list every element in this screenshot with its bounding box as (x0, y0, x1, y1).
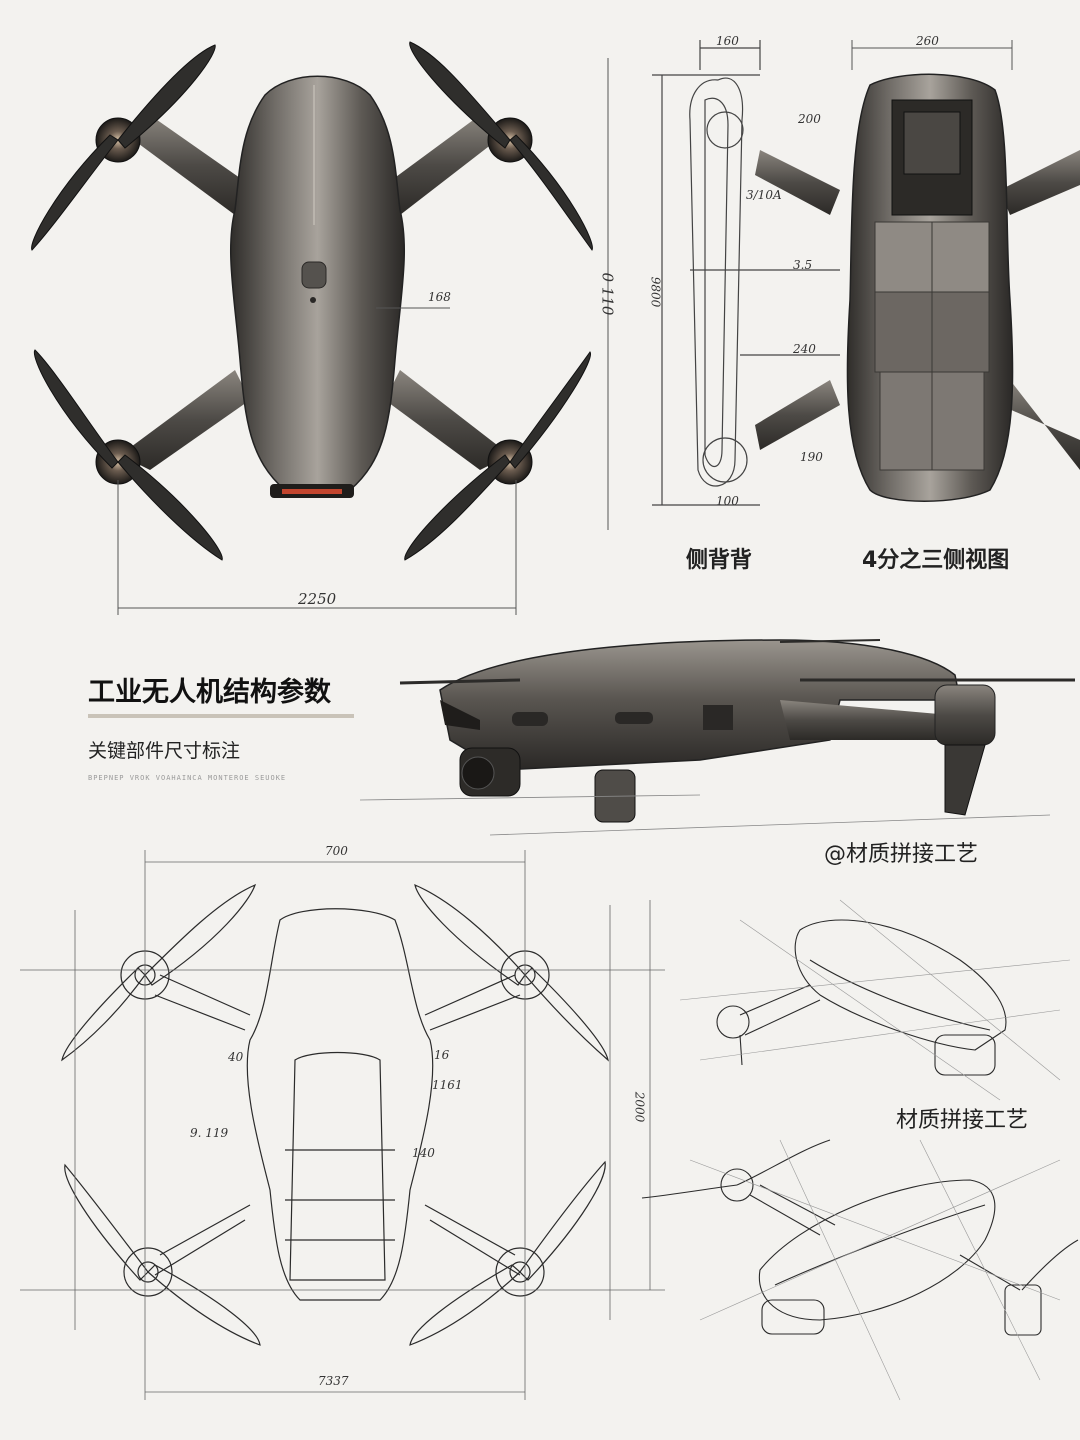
side-back-dim-b: 3/10A (746, 188, 782, 202)
three-quarter-caption: 4分之三侧视图 (862, 548, 1010, 573)
sketch-dim-d: 9. 119 (190, 1126, 229, 1140)
sketch-top-view (20, 850, 665, 1400)
top-view-width-dim: 2250 (298, 590, 337, 608)
sketch-perspective-2 (641, 1139, 1079, 1401)
side-back-caption: 侧背背 (686, 548, 753, 573)
top-view-inner-dim: 168 (428, 290, 451, 304)
side-back-view (652, 40, 840, 506)
sketch-dim-c: 1161 (432, 1078, 463, 1092)
side-perspective-caption: @材质拼接工艺 (824, 842, 979, 867)
fine-print: BPEPNEP VROK VOAHAINCA MONTEROE SEUOKE (88, 774, 287, 782)
sketch-dim-a: 40 (228, 1050, 244, 1064)
top-view-drone (31, 41, 609, 615)
side-back-dim-d: 240 (793, 342, 816, 356)
side-perspective-drone (359, 639, 1075, 836)
side-back-bottom-dim: 100 (716, 494, 739, 508)
top-view-height-dim: 0 110 (598, 272, 617, 316)
sketch-bottom-dim: 7337 (318, 1374, 349, 1388)
sketch-perspective-1 (679, 899, 1071, 1101)
three-quarter-top-dim: 260 (916, 34, 939, 48)
side-back-top-dim: 160 (716, 34, 739, 48)
side-back-dim-a: 200 (798, 112, 821, 126)
sketch-dim-b: 16 (434, 1048, 450, 1062)
side-back-height-dim: 9800 (648, 276, 663, 308)
sketch-dim-e: 140 (412, 1146, 435, 1160)
sketch-height-dim: 2000 (632, 1091, 647, 1123)
title-underline (88, 714, 354, 718)
side-back-dim-c: 3.5 (793, 258, 813, 272)
page-subtitle: 关键部件尺寸标注 (88, 740, 241, 762)
page-title: 工业无人机结构参数 (88, 677, 331, 708)
three-quarter-view-drone (755, 40, 1080, 502)
side-back-dim-e: 190 (800, 450, 823, 464)
sketch-top-dim: 700 (325, 844, 348, 858)
sketch-perspective-caption: 材质拼接工艺 (896, 1108, 1029, 1133)
